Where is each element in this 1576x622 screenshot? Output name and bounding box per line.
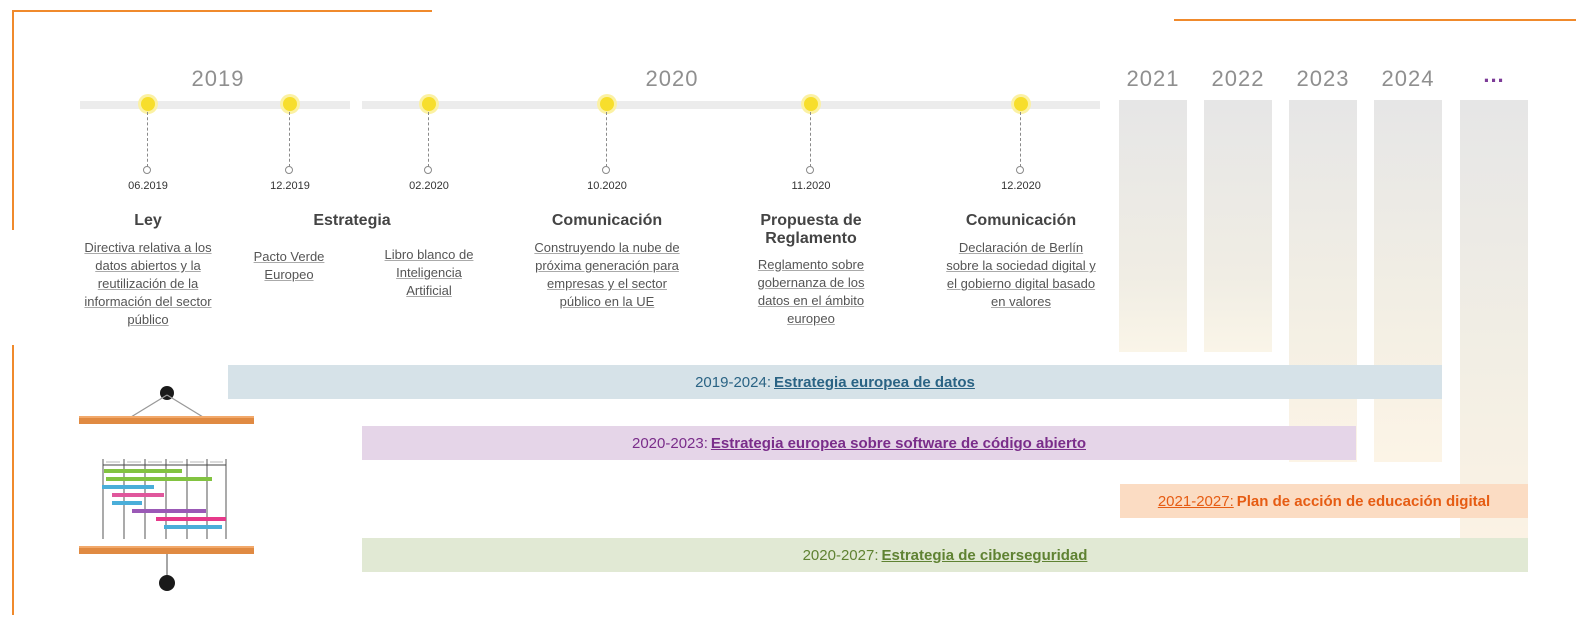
milestone-type: Comunicación xyxy=(551,212,663,229)
strategy-band-education: 2021-2027: Plan de acción de educación d… xyxy=(1120,484,1528,518)
year-label-2020: 2020 xyxy=(645,66,699,91)
frame-line-left-lower xyxy=(12,345,14,615)
milestone-dot xyxy=(600,97,614,111)
strategy-band-cybersecurity: 2020-2027: Estrategia de ciberseguridad xyxy=(362,538,1528,572)
milestone-connector xyxy=(428,112,429,167)
milestone-type: Propuesta de Reglamento xyxy=(760,212,862,247)
milestone-dot xyxy=(141,97,155,111)
milestone-dot xyxy=(283,97,297,111)
milestone-description: Pacto Verde Europeo xyxy=(253,249,325,282)
timeline-track-2019 xyxy=(80,101,350,109)
milestone-type: Comunicación xyxy=(965,212,1077,229)
timeline-track-2020 xyxy=(362,101,1100,109)
strategy-years: 2021-2027: xyxy=(1157,492,1234,510)
milestone-date: 06.2019 xyxy=(128,180,168,192)
milestone-dot xyxy=(422,97,436,111)
frame-line-left-upper xyxy=(12,10,14,230)
strategy-band-open-source: 2020-2023: Estrategia europea sobre soft… xyxy=(362,426,1356,460)
strategy-band-data: 2019-2024: Estrategia europea de datos xyxy=(228,365,1442,399)
milestone-connector xyxy=(1020,112,1021,167)
strategy-name: Estrategia de ciberseguridad xyxy=(881,546,1088,564)
milestone-ring xyxy=(602,166,610,174)
milestone-type: Ley xyxy=(134,212,162,229)
year-column-2022 xyxy=(1204,100,1272,352)
frame-line-top-left xyxy=(12,10,432,12)
milestone-ring xyxy=(143,166,151,174)
milestone-date: 11.2020 xyxy=(791,180,831,192)
year-label-2019: 2019 xyxy=(191,66,245,91)
strategy-years: 2019-2024: xyxy=(695,373,771,391)
milestone-connector xyxy=(810,112,811,167)
milestone-date: 12.2020 xyxy=(1001,180,1041,192)
milestone-date: 12.2019 xyxy=(270,180,310,192)
year-label-2022: 2022 xyxy=(1211,66,1265,91)
strategy-years: 2020-2027: xyxy=(802,546,879,564)
milestone-connector xyxy=(606,112,607,167)
milestone-ring xyxy=(806,166,814,174)
year-column-2023 xyxy=(1289,100,1357,462)
milestone-ring xyxy=(424,166,432,174)
hanging-gantt-chart-icon xyxy=(79,386,254,591)
milestone-description: Reglamento sobre gobernanza de los datos… xyxy=(757,257,865,326)
year-label-2021: 2021 xyxy=(1126,66,1180,91)
milestone-date: 02.2020 xyxy=(409,180,449,192)
year-column-2021 xyxy=(1119,100,1187,352)
milestone-ring xyxy=(285,166,293,174)
year-label-2023: 2023 xyxy=(1296,66,1350,91)
milestone-dot xyxy=(804,97,818,111)
milestone-description: Directiva relativa a los datos abiertos … xyxy=(84,240,212,327)
strategy-name: Plan de acción de educación digital xyxy=(1236,492,1491,510)
milestone-ring xyxy=(1016,166,1024,174)
year-label-2024: 2024 xyxy=(1381,66,1435,91)
milestone-description: Declaración de Berlín sobre la sociedad … xyxy=(946,240,1096,309)
strategy-name: Estrategia europea de datos xyxy=(774,373,975,391)
milestone-description: Libro blanco de Inteligencia Artificial xyxy=(384,247,474,298)
strategy-years: 2020-2023: xyxy=(631,434,708,452)
milestone-connector xyxy=(147,112,148,167)
milestone-description: Construyendo la nube de próxima generaci… xyxy=(534,240,680,309)
year-label-more: ... xyxy=(1483,62,1505,87)
strategy-name: Estrategia europea sobre software de cód… xyxy=(710,434,1086,452)
milestone-type-shared: Estrategia xyxy=(313,212,391,229)
year-column-2024 xyxy=(1374,100,1442,462)
milestone-connector xyxy=(289,112,290,167)
milestone-date: 10.2020 xyxy=(587,180,627,192)
frame-line-top-right xyxy=(1174,19,1576,21)
milestone-dot xyxy=(1014,97,1028,111)
